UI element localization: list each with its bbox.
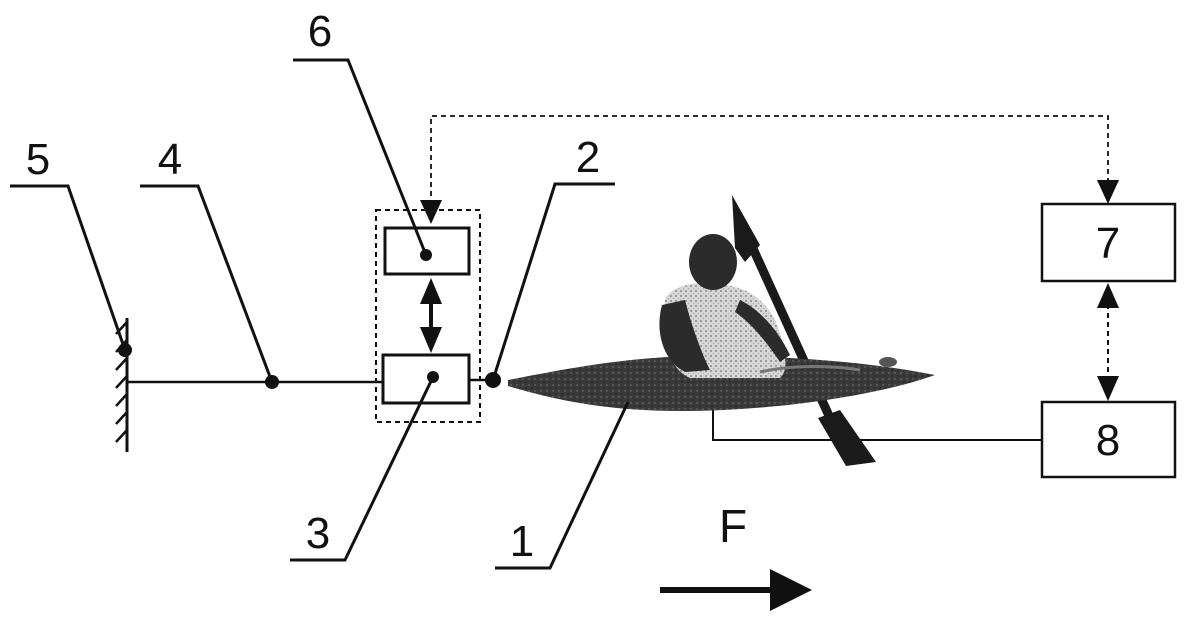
boat-wire [712,410,1042,441]
sensor-lower-box [381,353,471,405]
label-5: 5 [26,135,50,184]
signal-dashed-line [420,115,1119,224]
unit-8-label: 8 [1096,416,1120,465]
anchor-wall [115,318,129,452]
force-label: F [719,500,747,552]
kayak-illustration [508,195,935,466]
units-double-arrow [1097,283,1119,401]
label-1: 1 [510,517,534,566]
label-3: 3 [306,509,330,558]
label-2: 2 [576,133,600,182]
label-4: 4 [158,135,182,184]
leader-lines [10,58,630,570]
label-6: 6 [308,7,332,56]
sensor-enclosure [375,209,481,423]
sensor-double-arrow [420,278,442,353]
unit-7-box [1040,202,1177,283]
force-arrow [660,569,812,611]
unit-8-box [1040,400,1177,479]
unit-7-label: 7 [1096,219,1120,268]
